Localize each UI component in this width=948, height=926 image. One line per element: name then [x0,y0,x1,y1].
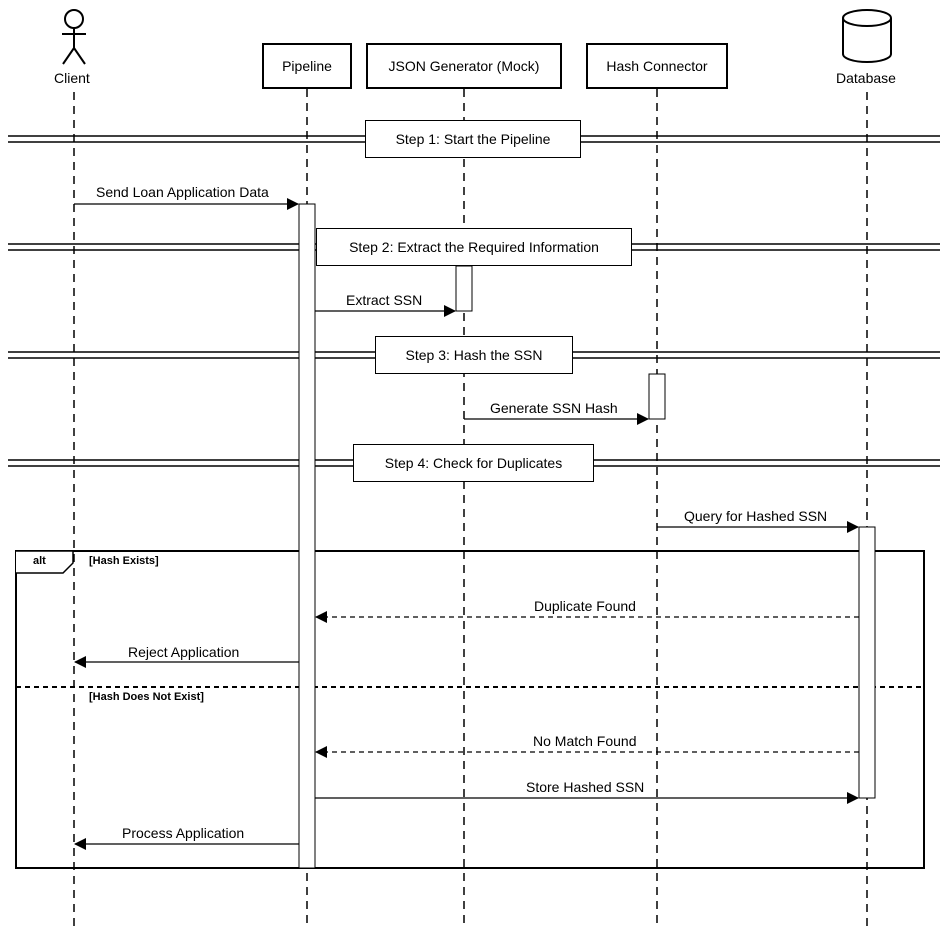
message-duplicate-found-label: Duplicate Found [534,598,636,614]
step-3-label: Step 3: Hash the SSN [405,347,543,363]
participant-client-label: Client [54,70,90,86]
message-send-loan-label: Send Loan Application Data [96,184,269,200]
message-store-hash-label: Store Hashed SSN [526,779,645,795]
participant-hash-label: Hash Connector [606,58,708,74]
step-1-label: Step 1: Start the Pipeline [395,131,551,147]
alt-fragment-frame [15,550,925,869]
participant-hash-box: Hash Connector [586,43,728,89]
participant-pipeline-label: Pipeline [282,58,332,74]
activation-pipeline [298,203,316,869]
alt-guard-hash-not-exist: [Hash Does Not Exist] [89,691,204,703]
participant-jsongen-box: JSON Generator (Mock) [366,43,562,89]
alt-guard-hash-exists: [Hash Exists] [89,555,159,567]
database-cylinder-body [842,18,892,63]
activation-jsongen [455,265,473,312]
participant-db-label: Database [836,70,896,86]
message-reject-label: Reject Application [128,644,240,660]
activation-hash [648,373,666,420]
message-generate-hash-label: Generate SSN Hash [490,400,618,416]
actor-right-leg [73,47,86,65]
participant-pipeline-box: Pipeline [262,43,352,89]
step-3-box: Step 3: Hash the SSN [375,336,573,374]
alt-operator-label: alt [33,555,46,567]
participant-jsongen-label: JSON Generator (Mock) [388,58,540,74]
step-4-box: Step 4: Check for Duplicates [353,444,594,482]
step-1-box: Step 1: Start the Pipeline [365,120,581,158]
step-2-box: Step 2: Extract the Required Information [316,228,632,266]
alt-fragment-tab [16,550,74,574]
actor-left-leg [62,47,75,65]
step-2-label: Step 2: Extract the Required Information [349,239,599,255]
database-cylinder-top [842,9,892,27]
activation-db [858,526,876,799]
message-no-match-label: No Match Found [533,733,637,749]
message-process-label: Process Application [122,825,245,841]
step-4-label: Step 4: Check for Duplicates [384,455,563,471]
actor-head [64,9,84,29]
message-query-hash-label: Query for Hashed SSN [684,508,828,524]
message-extract-ssn-label: Extract SSN [346,292,423,308]
